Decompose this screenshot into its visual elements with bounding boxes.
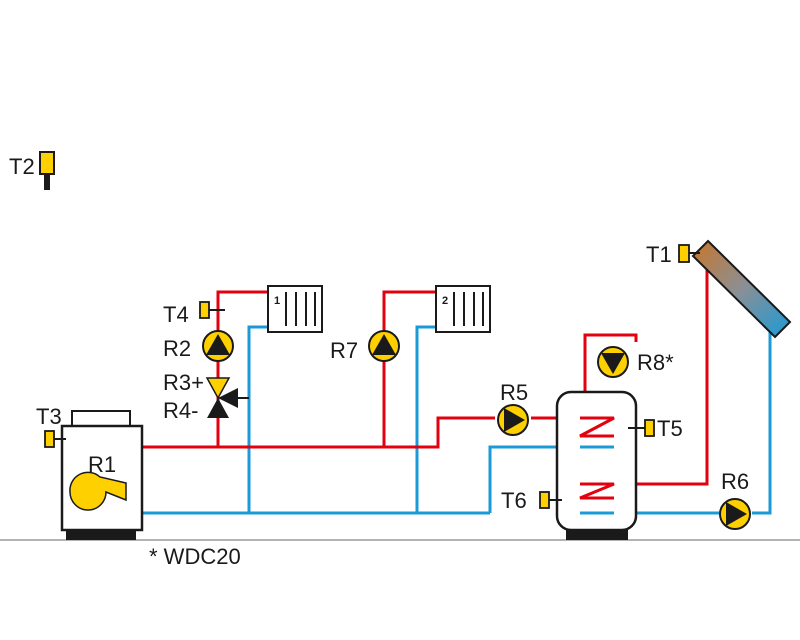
pump-r7: [368, 330, 400, 362]
label-r3: R3+: [163, 370, 204, 395]
label-r8: R8*: [637, 350, 674, 375]
label-r1: R1: [88, 452, 116, 477]
pump-r2: [202, 330, 234, 362]
label-t1: T1: [646, 242, 672, 267]
label-t6: T6: [501, 488, 527, 513]
label-r4: R4-: [163, 398, 198, 423]
upper-heat-exchanger: [579, 416, 615, 449]
label-t3: T3: [36, 404, 62, 429]
label-r7: R7: [330, 338, 358, 363]
pump-r6: [719, 498, 751, 530]
sensor-t4: [199, 301, 225, 319]
label-r6: R6: [721, 469, 749, 494]
radiator-2-number: 2: [442, 295, 448, 307]
sensor-t5: [628, 419, 655, 437]
pump-r8: [597, 346, 629, 378]
radiator-1-number: 1: [274, 295, 280, 307]
radiator-2: 2: [435, 285, 491, 333]
label-t2: T2: [9, 154, 35, 179]
sensor-t2: [39, 151, 55, 190]
label-r2: R2: [163, 336, 191, 361]
sensor-t3: [44, 430, 66, 448]
storage-tank: [555, 390, 638, 540]
cold-return-pipes: [142, 325, 772, 515]
radiator-1: 1: [267, 285, 323, 333]
label-r5: R5: [500, 380, 528, 405]
pump-r5: [497, 404, 529, 436]
solar-collector-icon: [691, 239, 792, 339]
hot-flow-pipes: [142, 255, 709, 486]
footnote: * WDC20: [149, 544, 241, 569]
label-t4: T4: [163, 302, 189, 327]
sensor-t1: [678, 244, 700, 263]
boiler: [60, 410, 144, 540]
label-t5: T5: [657, 416, 683, 441]
mixing-valve-icon: [205, 377, 238, 418]
sensor-t6: [539, 491, 562, 509]
burner-icon: [69, 471, 127, 511]
lower-heat-exchanger: [579, 482, 615, 515]
